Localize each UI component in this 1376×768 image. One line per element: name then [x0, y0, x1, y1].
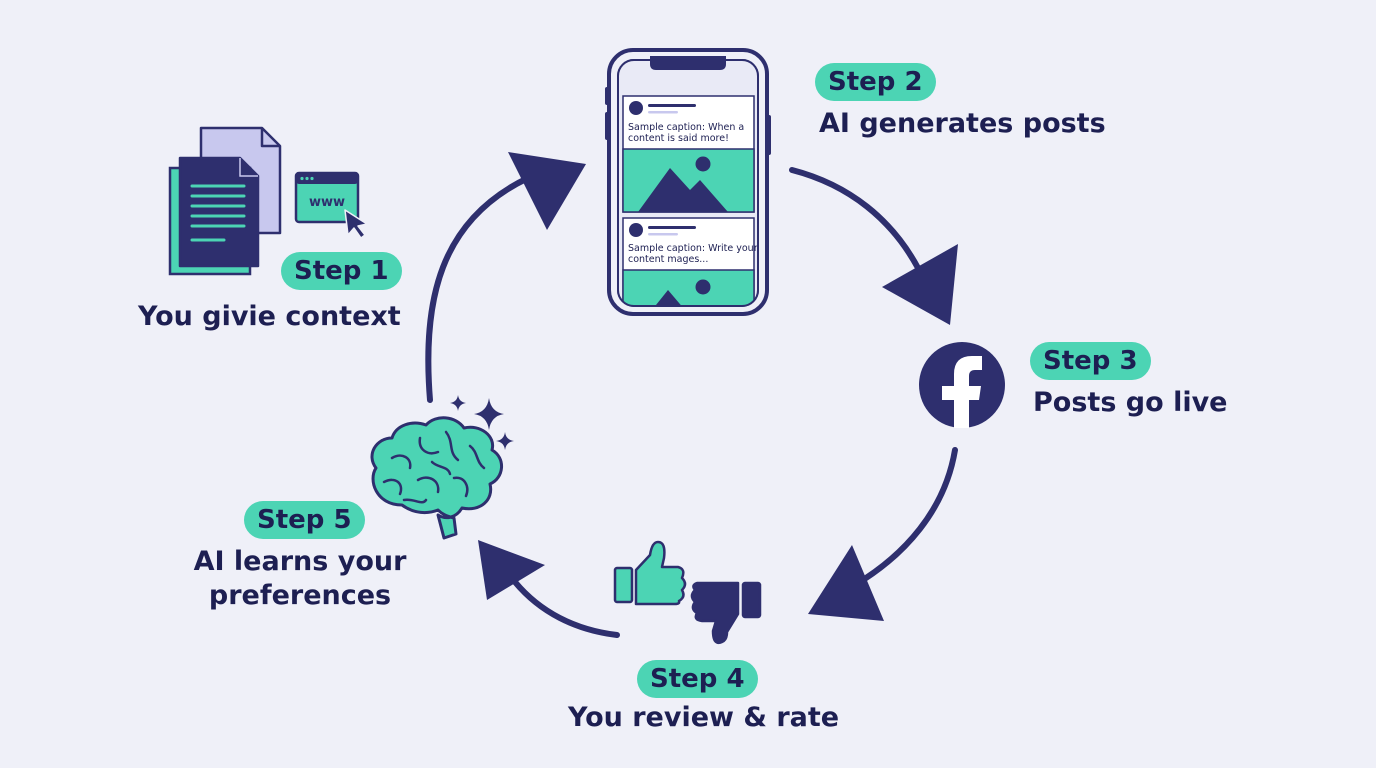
- step-3-label: Posts go live: [1033, 387, 1228, 418]
- post-1-caption-line-2: content is said more!: [628, 133, 729, 144]
- phone-mockup: Sample caption: When a content is said m…: [605, 48, 771, 316]
- documents-icon: [168, 126, 282, 276]
- step-5-label-line-1: AI learns your: [193, 546, 407, 577]
- step-2-badge: Step 2: [815, 63, 936, 101]
- post-card-2: Sample caption: Write your content mages…: [622, 217, 758, 306]
- step-2-label: AI generates posts: [819, 108, 1106, 139]
- post-1-caption-line-1: Sample caption: When a: [628, 122, 744, 133]
- post-card-1: Sample caption: When a content is said m…: [622, 95, 755, 213]
- arrow-step2-to-step3: [789, 167, 958, 325]
- step-1-label: You givie context: [138, 301, 401, 332]
- post-2-caption-line-2: content mages...: [628, 254, 708, 265]
- step-1-badge: Step 1: [281, 252, 402, 290]
- arrow-step4-to-step5: [478, 540, 620, 638]
- arrow-step3-to-step4: [808, 447, 958, 621]
- step-5-label-line-2: preferences: [208, 580, 392, 611]
- step-4-label: You review & rate: [568, 702, 840, 733]
- arrow-step1-to-step2: [425, 152, 586, 403]
- thumbs-down-icon: [690, 581, 762, 645]
- browser-url-text: www: [309, 195, 345, 210]
- step-5-badge: Step 5: [244, 501, 365, 539]
- post-2-caption-line-1: Sample caption: Write your: [628, 243, 758, 254]
- brain-icon: [370, 416, 503, 540]
- step-4-badge: Step 4: [637, 660, 758, 698]
- step-3-badge: Step 3: [1030, 342, 1151, 380]
- browser-icon: www: [294, 171, 360, 224]
- sparkle-icon: [450, 395, 514, 450]
- cursor-icon: [344, 209, 368, 239]
- facebook-icon: [919, 342, 1005, 428]
- thumbs-up-icon: [613, 540, 687, 606]
